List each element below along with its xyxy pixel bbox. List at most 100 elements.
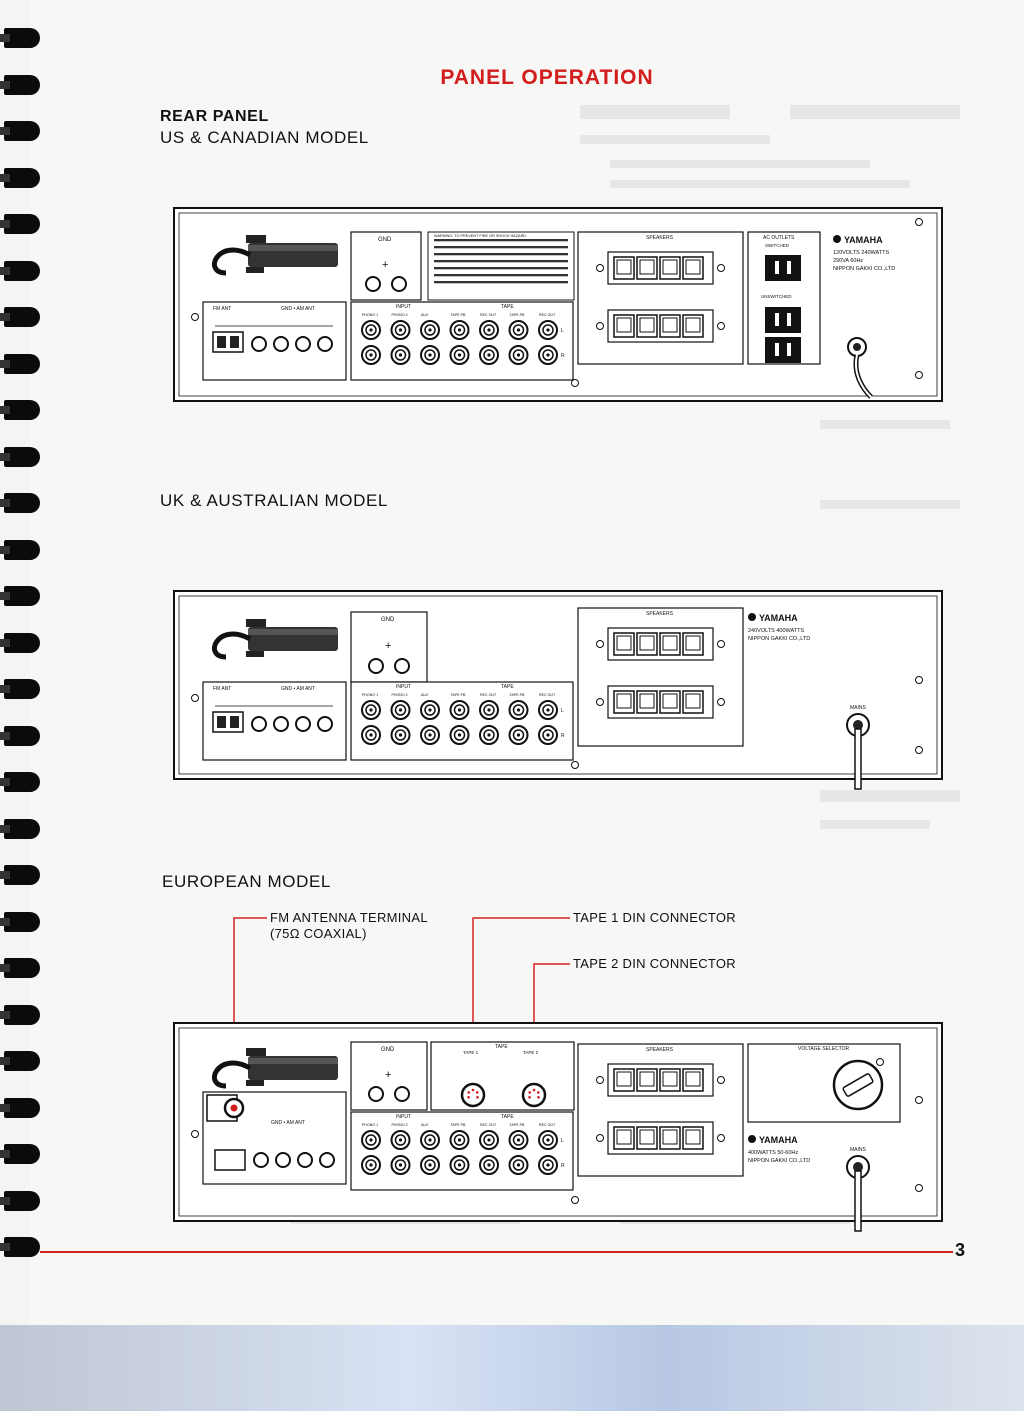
rca-jack	[508, 320, 529, 340]
gnd-am-ant-label: GND • AM ANT	[281, 686, 315, 692]
input-jack-label: TAPE PB	[451, 693, 467, 697]
svg-text:R: R	[561, 733, 565, 739]
binding-ring	[0, 400, 40, 420]
screw	[717, 322, 725, 330]
gnd-am-ant-label: GND • AM ANT	[281, 306, 315, 312]
rca-jack	[538, 700, 558, 720]
binding-ring	[0, 911, 40, 932]
svg-text:L: L	[561, 328, 564, 334]
input-jack-label: REC OUT	[539, 1123, 556, 1127]
screw	[915, 218, 923, 226]
rca-jack	[390, 1130, 411, 1150]
screw	[596, 1076, 604, 1084]
gnd-post	[368, 1086, 384, 1102]
binding-ring	[0, 121, 40, 141]
gnd-terminal-box	[350, 231, 422, 301]
am-ant-screw	[273, 716, 289, 732]
rca-jack	[420, 1155, 440, 1175]
speakers-label: SPEAKERS	[646, 235, 674, 241]
rca-jack	[508, 1155, 529, 1175]
rca-jack	[361, 700, 381, 720]
gnd-post	[365, 276, 381, 292]
screw	[717, 1076, 725, 1084]
binding-ring	[0, 167, 40, 188]
rca-jack	[449, 700, 470, 720]
page-number: 3	[955, 1240, 966, 1260]
input-label: INPUT	[396, 304, 411, 310]
fm-ant-clamp	[212, 331, 244, 353]
screw	[915, 1096, 923, 1104]
rca-jack	[361, 725, 381, 745]
screw	[717, 264, 725, 272]
rca-jack	[508, 725, 529, 745]
callout-fm-antenna: FM ANTENNA TERMINAL (75Ω COAXIAL)	[270, 910, 428, 942]
scan-background	[0, 1325, 1024, 1411]
fm-ant-clamp	[212, 711, 244, 733]
am-ant-screw	[273, 336, 289, 352]
rca-jack	[479, 725, 499, 745]
input-jack-label: REC OUT	[539, 693, 556, 697]
rca-jack	[390, 1155, 411, 1175]
mains-cord	[854, 728, 862, 790]
section-heading: REAR PANEL	[160, 108, 269, 125]
gnd-terminal-box	[350, 1041, 428, 1111]
binding-ring	[0, 446, 40, 467]
footer-rule	[40, 1251, 953, 1253]
input-label: INPUT	[396, 684, 411, 690]
binding-ring	[0, 214, 40, 234]
rca-jack	[449, 1130, 470, 1150]
rating-text: NIPPON GAKKI CO.,LTD	[748, 636, 810, 642]
yamaha-logo-icon	[833, 235, 841, 243]
am-ant-screw	[297, 1152, 313, 1168]
tape-label: TAPE	[501, 684, 514, 690]
gnd-label: GND	[378, 237, 392, 243]
rca-jack	[538, 345, 558, 365]
screw	[191, 694, 199, 702]
am-ant-screw	[275, 1152, 291, 1168]
am-ant-screw	[295, 716, 311, 732]
screw	[596, 322, 604, 330]
tape-din-section	[430, 1041, 575, 1111]
input-jack-panel	[350, 301, 574, 381]
voltage-selector-label: VOLTAGE SELECTOR	[798, 1046, 850, 1052]
screw	[717, 640, 725, 648]
binding-ring	[0, 353, 40, 374]
screw	[717, 1134, 725, 1142]
rca-jack	[538, 725, 558, 745]
binding-ring	[0, 74, 40, 95]
am-ant-screw	[317, 716, 333, 732]
svg-text:+: +	[385, 1069, 391, 1081]
screw	[191, 313, 199, 321]
input-jack-label: REC OUT	[480, 1123, 497, 1127]
yamaha-logo-icon	[748, 1135, 756, 1143]
am-ant-screw	[251, 716, 267, 732]
rca-jack	[508, 345, 529, 365]
ac-outlet	[765, 255, 801, 281]
gnd-post	[394, 658, 410, 674]
am-ant-screw	[251, 336, 267, 352]
binding-ring	[0, 818, 40, 839]
rca-jack	[479, 700, 499, 720]
input-jack-label: REC OUT	[480, 313, 497, 317]
rca-jack	[361, 1130, 381, 1150]
mains-label: MAINS	[850, 705, 867, 711]
screw	[876, 1058, 884, 1066]
tape-label: TAPE	[501, 304, 514, 310]
binding-ring	[0, 539, 40, 560]
callout-tape1-din: TAPE 1 DIN CONNECTOR	[573, 910, 736, 925]
binding-ring	[0, 260, 40, 281]
fm-ant-label: FM ANT	[213, 686, 231, 692]
rca-jack	[390, 700, 411, 720]
input-jack-label: REC OUT	[480, 693, 497, 697]
callout-tape2-din: TAPE 2 DIN CONNECTOR	[573, 956, 736, 971]
gnd-label: GND	[381, 1047, 395, 1053]
binding-ring	[0, 725, 40, 746]
binding-ring	[0, 28, 40, 48]
tape-din-label: TAPE	[495, 1044, 508, 1050]
tape-label: TAPE	[501, 1114, 514, 1120]
rear-panel-us-canadian: GND+WARNING: TO PREVENT FIRE OR SHOCK HA…	[173, 207, 943, 402]
gnd-post	[394, 1086, 410, 1102]
rating-text: NIPPON GAKKI CO.,LTD	[748, 1158, 810, 1164]
